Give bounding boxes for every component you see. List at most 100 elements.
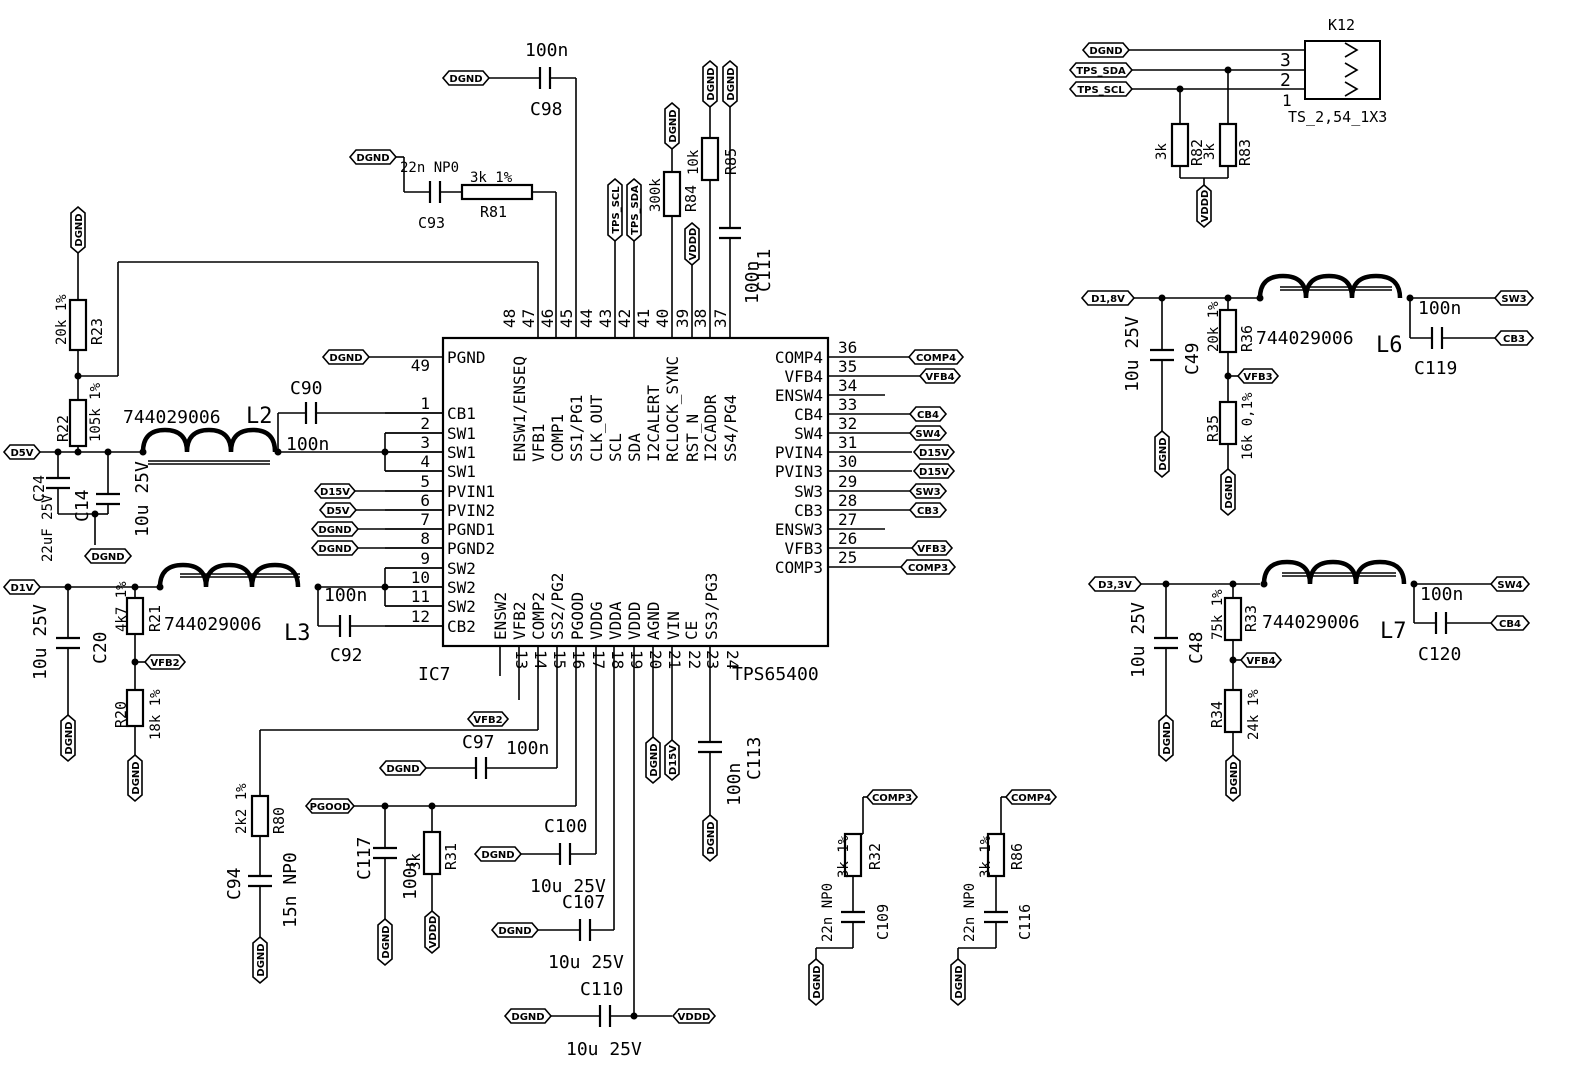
net-tag	[321, 349, 371, 365]
component-label: 100n	[724, 763, 745, 806]
component-label: R84	[682, 185, 700, 212]
pin-number: 25	[838, 548, 857, 567]
net-tag-label: TPS_SCL	[1077, 85, 1125, 96]
net-tag	[912, 463, 956, 479]
pin-number: 49	[411, 356, 430, 375]
pin-number: 18	[608, 650, 627, 669]
component-label: C109	[874, 904, 892, 940]
net-tag	[910, 540, 954, 556]
component-label: 3k 1%	[470, 170, 513, 186]
component-label: 100n	[1420, 584, 1463, 605]
net-tag-label: D15V	[919, 448, 949, 459]
net-tag	[908, 425, 948, 441]
net-tag-label: TPS_SDA	[1076, 66, 1126, 77]
net-tag-label: COMP3	[908, 563, 948, 574]
net-tag	[378, 760, 428, 776]
pin-number: 4	[420, 452, 430, 471]
net-tag-label: SW3	[915, 487, 940, 498]
net-tag	[908, 406, 948, 422]
component-label: 2	[1280, 70, 1291, 91]
net-tag-label: SW4	[1497, 580, 1522, 591]
pin-number: 31	[838, 433, 857, 452]
net-tag	[671, 1008, 717, 1024]
component-label: C110	[580, 979, 623, 1000]
net-tag	[424, 909, 440, 955]
pin-name: SDA	[625, 433, 644, 462]
net-tag	[626, 177, 642, 243]
net-tag-label: D1,8V	[1091, 294, 1125, 305]
net-tag-label: PGOOD	[310, 802, 351, 813]
component-label: R35	[1204, 415, 1222, 442]
net-tag-label: DGND	[1229, 761, 1240, 794]
component-label: 10u 25V	[1128, 602, 1149, 678]
pin-number: 1	[420, 394, 430, 413]
component-label: 4k7 1%	[114, 581, 130, 632]
net-tag-label: D15V	[668, 745, 679, 775]
component-label: TS_2,54_1X3	[1288, 108, 1387, 126]
component-label: 10u 25V	[548, 952, 624, 973]
net-tag-label: COMP4	[1011, 793, 1051, 804]
pin-name: ENSW1/ENSEQ	[510, 356, 529, 462]
pin-name: SW2	[447, 597, 476, 616]
component-label: 1	[1282, 91, 1292, 110]
connector-k12	[1304, 40, 1381, 100]
net-tag	[2, 579, 42, 595]
net-tag	[1489, 615, 1531, 631]
pin-name: SW2	[447, 578, 476, 597]
component-label: 105k 1%	[88, 382, 104, 442]
pin-number: 12	[411, 607, 430, 626]
component-label: 10k	[686, 149, 702, 175]
net-tag-label: SW3	[1501, 294, 1526, 305]
pin-number: 37	[711, 309, 730, 328]
net-tag	[908, 502, 948, 518]
component-label: C116	[1016, 904, 1034, 940]
net-tag	[1489, 576, 1531, 592]
component-label: 10u 25V	[530, 876, 606, 897]
net-tag-label: VFB4	[925, 372, 954, 383]
component-label: 100n	[506, 738, 549, 759]
pin-name: SS3/PG3	[702, 573, 721, 640]
component-label: R32	[866, 843, 884, 870]
component-label: R31	[442, 843, 460, 870]
pin-name: SS4/PG4	[721, 395, 740, 462]
resistor-r81	[460, 183, 534, 201]
net-tag	[918, 368, 962, 384]
net-tag	[60, 713, 76, 763]
pin-name: PGND1	[447, 520, 495, 539]
component-label: 3k 1%	[836, 835, 852, 878]
net-tag	[1004, 789, 1058, 805]
net-tag	[684, 221, 700, 267]
component-label: 100n	[286, 434, 329, 455]
net-tag	[908, 483, 948, 499]
ic-body	[441, 336, 830, 648]
component-label: C20	[90, 631, 111, 664]
component-label: 15n NP0	[280, 852, 301, 928]
net-tag	[899, 559, 957, 575]
net-tag	[607, 177, 623, 243]
pin-number: 17	[589, 650, 608, 669]
component-label: C113	[744, 737, 765, 780]
pin-number: 19	[627, 650, 646, 669]
pin-name: SW2	[447, 559, 476, 578]
pin-number: 33	[838, 395, 857, 414]
pin-number: 46	[538, 309, 557, 328]
pin-name: VDDD	[625, 601, 644, 640]
pin-name: PVIN1	[447, 482, 495, 501]
component-label: L6	[1376, 333, 1403, 358]
component-label: 100n	[1418, 298, 1461, 319]
net-tag-label: DGND	[511, 1012, 544, 1023]
component-label: 10u 25V	[30, 604, 51, 680]
net-tag-label: DGND	[1224, 475, 1235, 508]
ic-ref: IC7	[418, 664, 451, 685]
component-label: 22n NP0	[962, 883, 978, 942]
pin-number: 11	[411, 587, 430, 606]
component-label: 16k 0,1%	[1240, 392, 1256, 460]
net-tag	[304, 798, 356, 814]
pin-name: CB1	[447, 404, 476, 423]
component-label: 18k 1%	[148, 689, 164, 740]
pin-number: 35	[838, 357, 857, 376]
pin-name: COMP3	[775, 558, 823, 577]
net-tag-label: DGND	[481, 850, 514, 861]
net-tag-label: CB3	[1503, 334, 1525, 345]
pin-number: 3	[420, 433, 430, 452]
